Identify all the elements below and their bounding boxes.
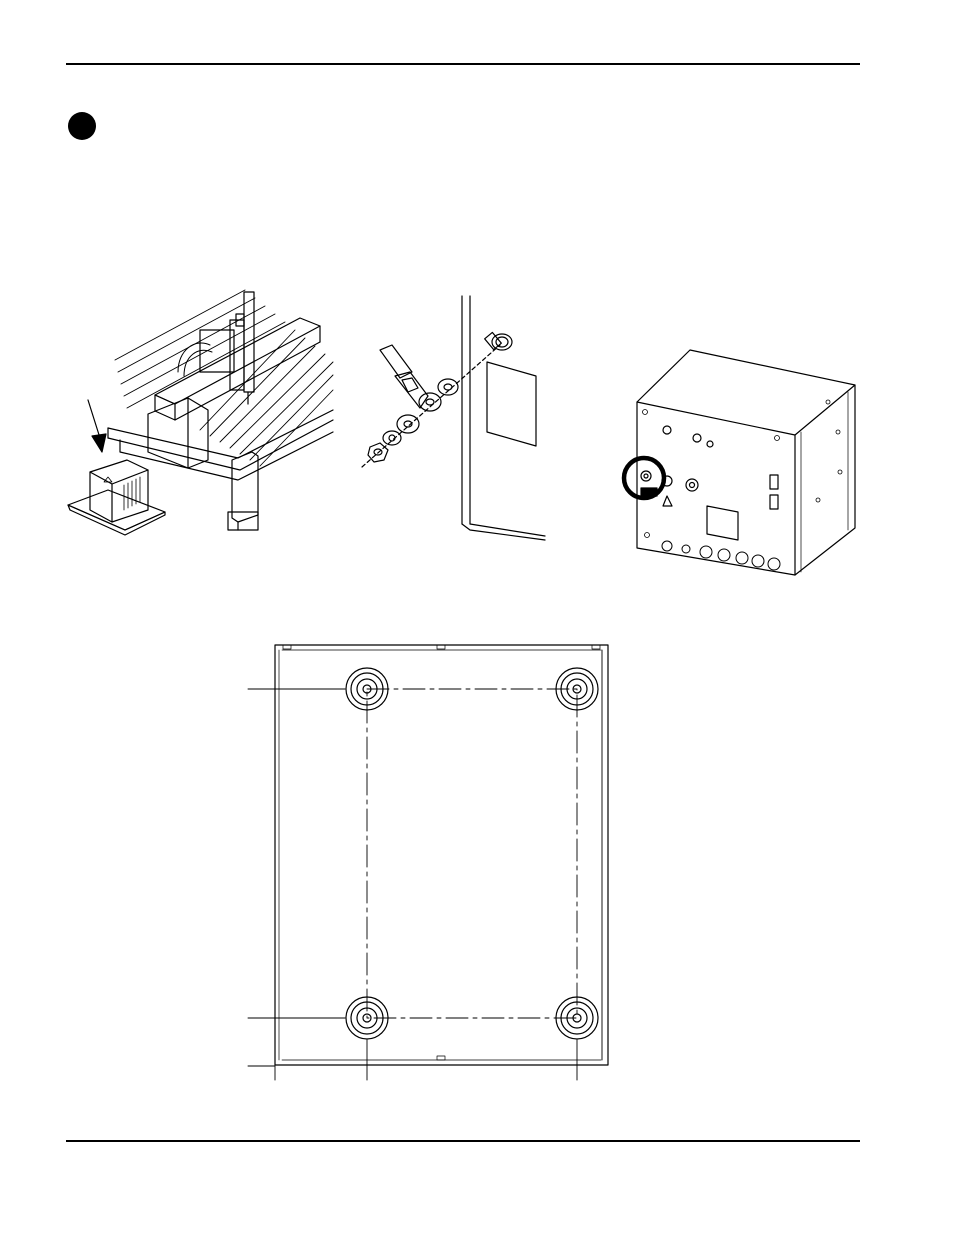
grounding-hardware-figure bbox=[361, 295, 546, 541]
table-with-unit-figure bbox=[67, 289, 334, 536]
footer-rule bbox=[66, 1140, 860, 1142]
rear-panel-figure bbox=[621, 349, 856, 576]
step-marker-icon bbox=[68, 112, 96, 140]
mounting-foot-icon bbox=[345, 996, 389, 1040]
mounting-foot-icon bbox=[345, 667, 389, 711]
header-rule bbox=[66, 63, 860, 65]
mounting-foot-icon bbox=[555, 667, 599, 711]
mounting-foot-icon bbox=[555, 996, 599, 1040]
mounting-footprint-figure bbox=[247, 644, 609, 1081]
